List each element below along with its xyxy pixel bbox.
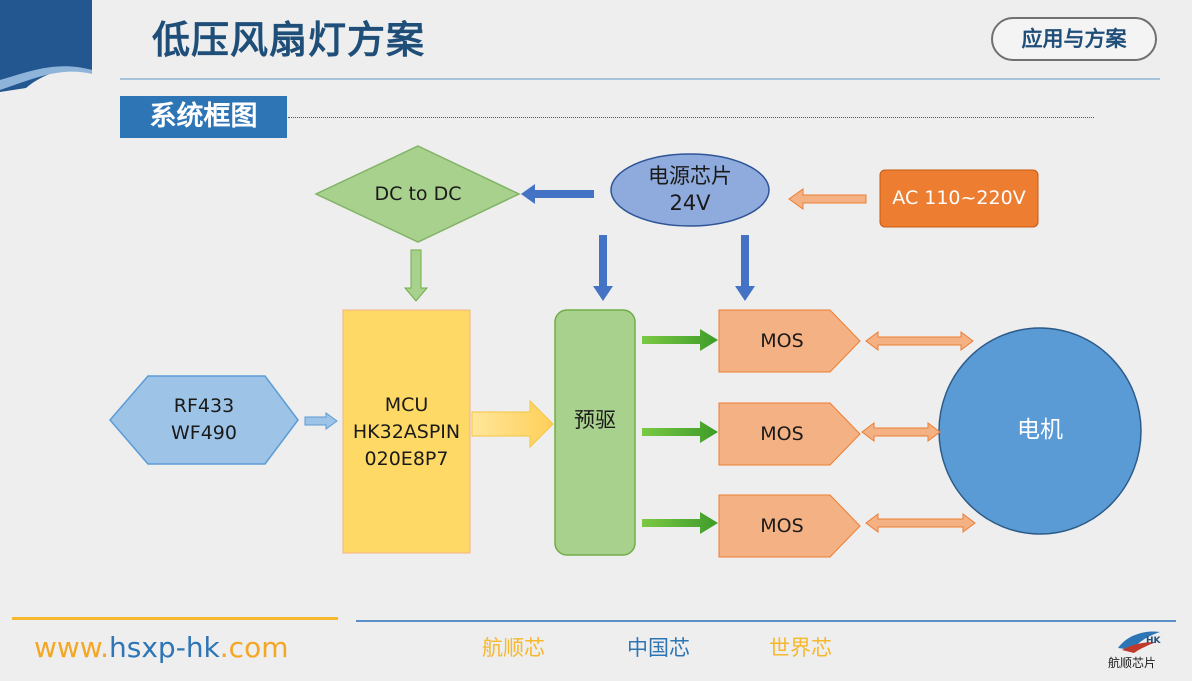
- mcu-box: [342, 309, 471, 554]
- page-title: 低压风扇灯方案: [152, 18, 426, 62]
- motor-label: 电机: [1017, 416, 1063, 443]
- arrow-predriver-to-mos-2: [642, 421, 718, 443]
- rf-label: RF433 WF490: [118, 390, 290, 450]
- mos-shape-3: [718, 494, 861, 558]
- arrow-power-to-dcdc: [521, 184, 594, 204]
- arrow-mcu-to-predriver: [471, 399, 554, 449]
- url-prefix: www.: [34, 631, 110, 664]
- url-suffix: .com: [219, 631, 289, 664]
- power-chip-ellipse: [610, 153, 770, 227]
- arrow-power-to-predriver: [593, 235, 613, 301]
- rf-hexagon: [109, 375, 299, 465]
- dcdc-label: DC to DC: [374, 182, 462, 205]
- power-chip-name: 电源芯片: [648, 164, 732, 188]
- predriver-label: 预驱: [574, 407, 616, 432]
- category-tag-button[interactable]: 应用与方案: [991, 17, 1157, 61]
- footer-rule-yellow: [12, 617, 338, 620]
- section-dotted-rule: [288, 117, 1094, 118]
- arrow-predriver-to-mos-1: [642, 329, 718, 351]
- mos-label-2: MOS: [760, 422, 804, 445]
- corner-decoration: [0, 0, 92, 92]
- mcu-line-2: HK32ASPIN: [352, 420, 461, 443]
- company-logo-icon: HK: [1118, 631, 1162, 653]
- mcu-label: MCU HK32ASPIN 020E8P7: [343, 390, 470, 474]
- section-heading: 系统框图: [120, 96, 287, 138]
- slogan-3: 世界芯: [769, 636, 832, 660]
- slogan-1: 航顺芯: [482, 636, 545, 660]
- header-divider: [120, 78, 1160, 80]
- dcdc-diamond: [314, 145, 521, 243]
- footer-rule-blue: [356, 620, 1176, 622]
- arrow-predriver-to-mos-3: [642, 512, 718, 534]
- rf-line-2: WF490: [171, 422, 237, 444]
- company-logo-text: 航顺芯片: [1108, 656, 1157, 670]
- arrow-rf-to-mcu: [304, 412, 338, 430]
- arrow-mos-motor-2: [861, 422, 941, 442]
- mos-label-3: MOS: [760, 514, 804, 537]
- predriver-box: [554, 309, 636, 556]
- website-link[interactable]: www.hsxp-hk.com: [34, 628, 288, 668]
- arrow-power-to-mos: [735, 235, 755, 301]
- logo-mark-text: HK: [1146, 636, 1162, 646]
- arrow-mos-motor-3: [865, 513, 976, 533]
- rf-line-1: RF433: [173, 395, 235, 417]
- mcu-line-1: MCU: [384, 393, 429, 416]
- ac-input-label: AC 110~220V: [892, 187, 1026, 209]
- mcu-line-3: 020E8P7: [364, 447, 449, 470]
- arrow-mos-motor-1: [865, 331, 974, 351]
- arrow-dcdc-to-mcu: [403, 249, 429, 302]
- power-chip-label: 电源芯片 24V: [612, 161, 768, 219]
- arrow-ac-to-power: [788, 188, 867, 210]
- mos-shape-2: [718, 402, 861, 466]
- power-chip-voltage: 24V: [669, 191, 711, 215]
- mos-shape-1: [718, 309, 861, 373]
- mos-label-1: MOS: [760, 329, 804, 352]
- slogan-2: 中国芯: [627, 636, 690, 660]
- url-domain: hsxp-hk: [109, 631, 220, 664]
- ac-input-box: [879, 169, 1039, 228]
